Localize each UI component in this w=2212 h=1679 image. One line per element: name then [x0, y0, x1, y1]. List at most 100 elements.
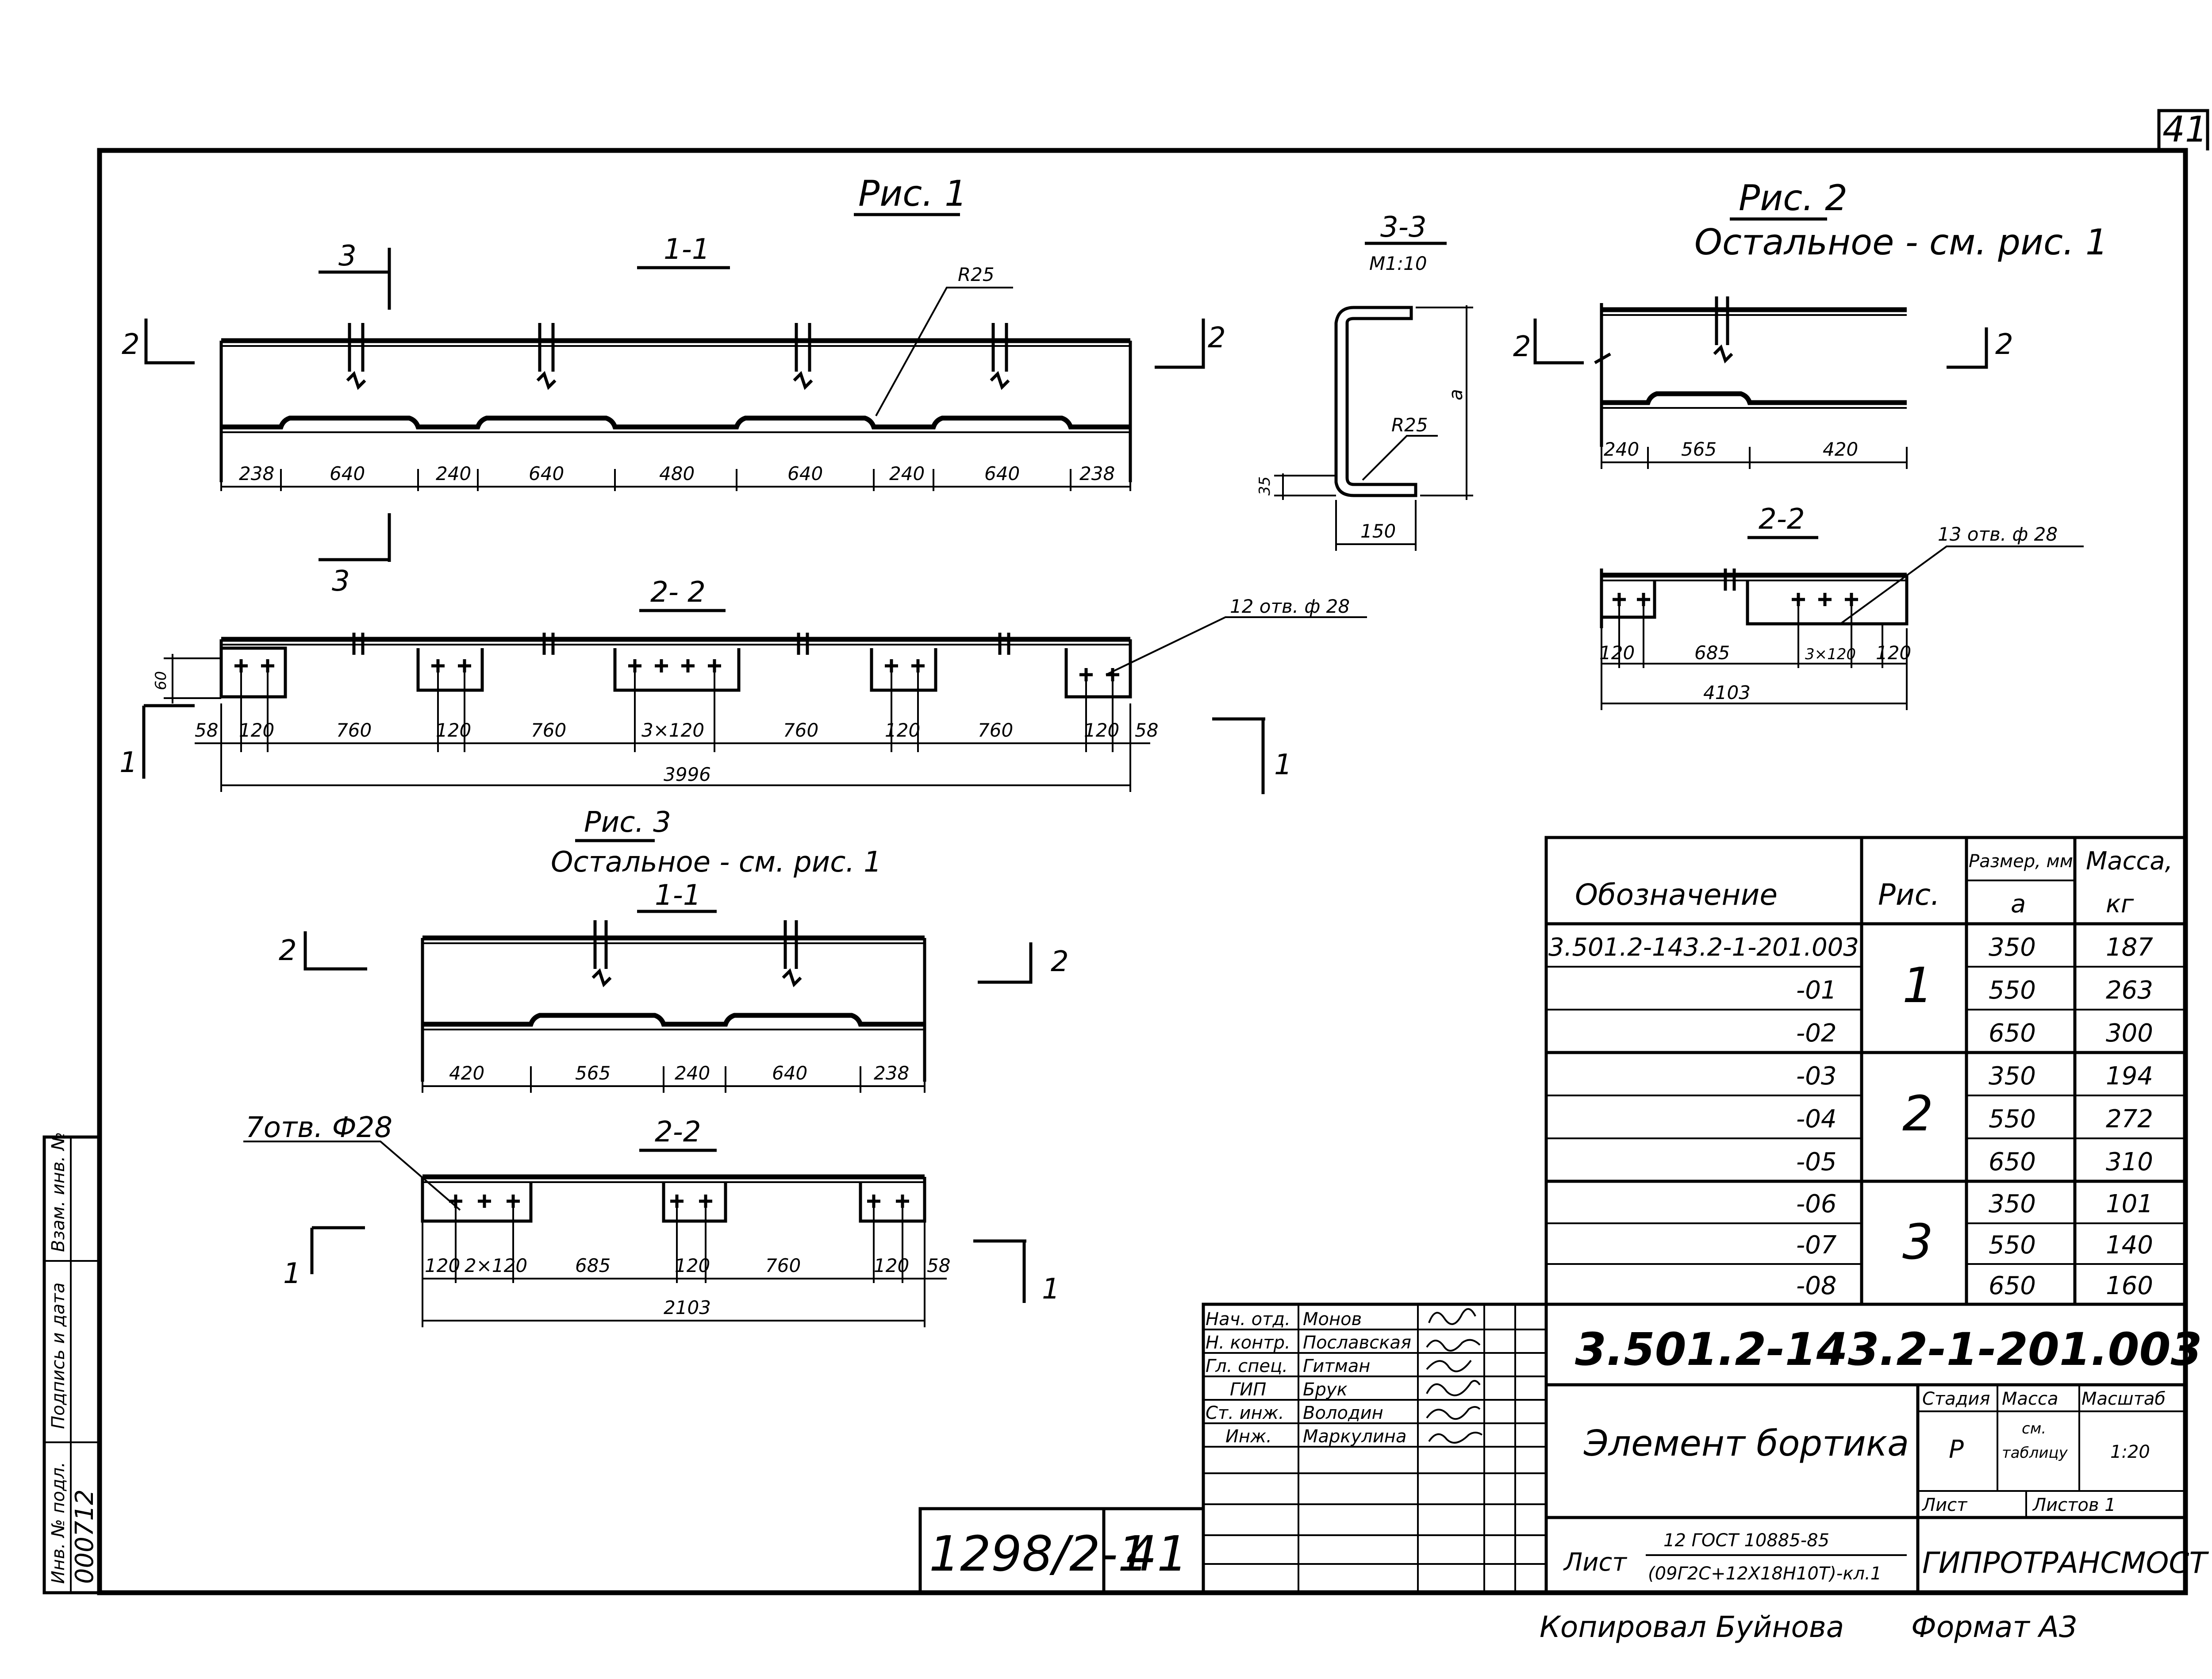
fig1-bottom-dim-11: 58	[1135, 719, 1158, 741]
fig2-top-dim-2: 565	[1681, 438, 1717, 460]
stamp-name-4: Брук	[1303, 1379, 1348, 1400]
stamp-name-6: Маркулина	[1303, 1426, 1406, 1447]
table-h-mass: Масса,	[2086, 847, 2173, 876]
stamp-mass-2: таблицу	[2002, 1444, 2068, 1462]
table-row-9-a: 650	[1989, 1272, 2036, 1300]
fig2-top-dim-1: 240	[1604, 438, 1639, 460]
table-row-3-designation: -02	[1796, 1019, 1836, 1048]
side-stamp-inv-number: 000712	[70, 1489, 99, 1584]
stamp-role-1: Нач. отд.	[1206, 1309, 1290, 1329]
fig1-bottom-dim-4: 120	[436, 719, 471, 741]
table-row-4-a: 350	[1989, 1062, 2036, 1091]
fig3-holes-leader	[243, 1141, 461, 1211]
fig3-top-dim-3: 240	[675, 1062, 710, 1084]
stamp-h-scale: Масштаб	[2081, 1389, 2166, 1409]
fig3-top-dimensions	[422, 1066, 926, 1093]
table-row-9-designation: -08	[1796, 1272, 1836, 1300]
stamp-name-3: Гитман	[1303, 1356, 1370, 1376]
fig1-bottom-dim-9: 760	[978, 719, 1013, 741]
corner-box	[2157, 109, 2209, 150]
fig1-total: 3996	[664, 764, 711, 785]
fig3-top-dim-1: 420	[449, 1062, 484, 1084]
stamp-sheets-label: Листов 1	[2032, 1495, 2116, 1515]
table-fig-group-3: 3	[1902, 1214, 1933, 1270]
fig1-top-dim-7: 240	[889, 463, 925, 484]
table-h-mass-sub: кг	[2106, 890, 2134, 918]
table-row-7-a: 350	[1989, 1190, 2036, 1218]
stamp-doc-code: 3.501.2-143.2-1-201.003	[1575, 1323, 2202, 1376]
fig3-note: Остальное - см. рис. 1	[551, 846, 882, 879]
fig2-bottom-dim-1: 120	[1599, 642, 1635, 664]
table-h-size-sub: а	[2011, 890, 2026, 918]
table-row-4-mass: 194	[2106, 1062, 2153, 1091]
fig3-bottom-dim-2: 2×120	[465, 1255, 527, 1276]
table-row-1-mass: 187	[2106, 933, 2153, 962]
table-row-2-mass: 263	[2106, 976, 2153, 1005]
spec-table-grid	[1544, 836, 2187, 1306]
fig1-cut2-left-mark	[144, 319, 195, 365]
table-row-1-designation: 3.501.2-143.2-1-201.003	[1548, 933, 1859, 962]
table-row-6-a: 650	[1989, 1148, 2036, 1176]
fig1-holes-leader	[1106, 616, 1367, 676]
table-row-8-a: 550	[1989, 1231, 2036, 1260]
fig1-bottom-dim-1: 58	[195, 719, 218, 741]
stamp-name-5: Володин	[1303, 1403, 1383, 1423]
stamp-h-mass: Масса	[2002, 1389, 2058, 1409]
fig1-cut3-bottom-mark	[319, 513, 391, 562]
fig1-cut3-bottom: 3	[332, 565, 350, 598]
table-h-fig: Рис.	[1878, 878, 1940, 912]
side-stamp	[42, 1135, 101, 1594]
section33-dim-35: 35	[1256, 476, 1274, 496]
table-h-size: Размер, мм	[1969, 851, 2073, 872]
fig2-title: Рис. 2	[1739, 177, 1847, 219]
stamp-org: ГИПРОТРАНСМОСТ	[1922, 1546, 2209, 1580]
fig3-section-22: 2-2	[655, 1116, 701, 1149]
fig1-holes-note: 12 отв. ф 28	[1230, 596, 1350, 617]
fig1-plan	[219, 633, 1132, 748]
table-fig-group-2: 2	[1902, 1085, 1933, 1142]
stamp-name-1: Монов	[1303, 1309, 1362, 1329]
table-row-4-designation: -03	[1796, 1062, 1836, 1091]
fig3-bottom-dim-5: 760	[765, 1255, 801, 1276]
fig3-bottom-dim-4: 120	[675, 1255, 710, 1276]
fig3-bottom-dimensions	[422, 1221, 947, 1327]
fig3-plan	[421, 1174, 926, 1283]
side-stamp-label-1: Инв. № подл.	[48, 1462, 69, 1584]
section33-radius: R25	[1391, 414, 1428, 436]
fig3-elevation	[421, 920, 926, 1082]
table-row-9-mass: 160	[2106, 1272, 2153, 1300]
stamp-scale: 1:20	[2110, 1442, 2150, 1462]
fig1-cut1-right: 1	[1274, 749, 1292, 781]
table-row-3-a: 650	[1989, 1019, 2036, 1048]
fig1-cut2-left: 2	[122, 328, 140, 361]
section33-height-dim	[1416, 305, 1473, 500]
fig1-bottom-dim-7: 760	[783, 719, 818, 741]
table-row-8-mass: 140	[2106, 1231, 2153, 1260]
fig2-cut2-right-mark	[1947, 327, 1988, 369]
stamp-role-5: Ст. инж.	[1206, 1403, 1284, 1423]
fig3-cut2-right: 2	[1051, 945, 1069, 978]
fig3-cut1-left-mark	[310, 1226, 365, 1274]
album-page: 41	[1126, 1525, 1188, 1582]
stamp-mass-1: см.	[2022, 1420, 2046, 1437]
fig2-holes-note: 13 отв. ф 28	[1938, 523, 2058, 545]
signatures	[1426, 1308, 1483, 1444]
fig2-top-dimensions	[1601, 447, 1908, 469]
fig1-bottom-dim-5: 760	[531, 719, 566, 741]
fig1-cut1-left: 1	[119, 746, 138, 779]
stamp-role-6: Инж.	[1225, 1426, 1272, 1447]
fig3-top-dim-2: 565	[575, 1062, 611, 1084]
fig2-bottom-dim-2: 685	[1694, 642, 1730, 664]
stamp-name-2: Пославская	[1303, 1333, 1411, 1353]
fig3-bottom-dim-7: 58	[927, 1255, 950, 1276]
fig1-title: Рис. 1	[858, 173, 967, 214]
fig1-top-dim-9: 238	[1079, 463, 1115, 484]
fig3-cut2-left-mark	[303, 931, 367, 971]
fig1-bottom-dim-10: 120	[1084, 719, 1119, 741]
section33-dim-150: 150	[1360, 520, 1396, 542]
fig2-bottom-dim-4: 120	[1876, 642, 1911, 664]
stamp-role-2: Н. контр.	[1206, 1333, 1290, 1353]
fig1-cut2-right-mark	[1155, 319, 1205, 369]
table-row-6-designation: -05	[1796, 1148, 1836, 1176]
corner-sheet-number: 41	[2162, 109, 2208, 150]
